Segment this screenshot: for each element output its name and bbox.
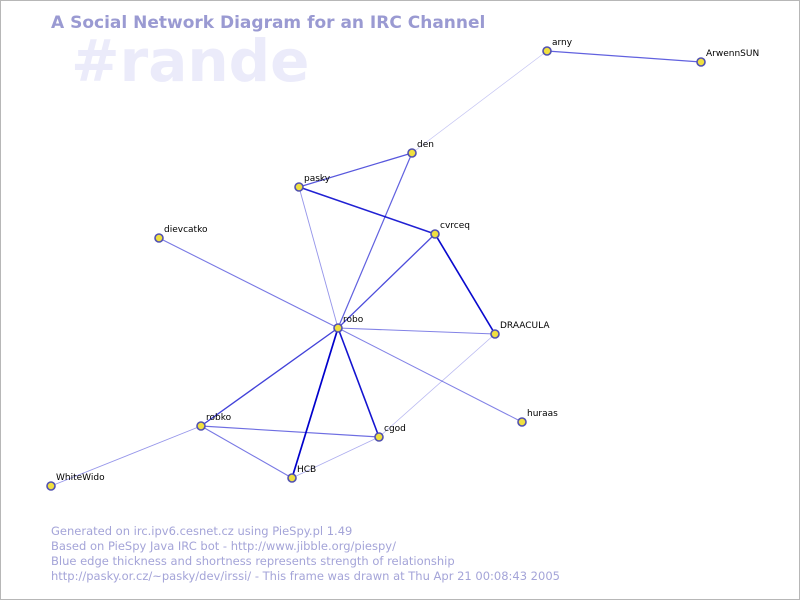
node-label: den bbox=[417, 140, 434, 150]
node-cvrceq: cvrceq bbox=[430, 221, 470, 239]
edge-den-robo bbox=[337, 152, 413, 329]
edges-layer bbox=[50, 50, 702, 487]
edge-arny-ArwennSUN bbox=[546, 50, 702, 63]
edge-robo-cgod bbox=[337, 327, 380, 438]
node-dot bbox=[374, 432, 384, 442]
edge-cvrceq-DRAACULA bbox=[434, 233, 496, 335]
node-WhiteWido: WhiteWido bbox=[46, 473, 105, 491]
edge-robko-HCB bbox=[200, 425, 293, 479]
node-dot bbox=[490, 329, 500, 339]
node-dot bbox=[696, 57, 706, 67]
node-dot bbox=[196, 421, 206, 431]
node-label: WhiteWido bbox=[56, 473, 105, 483]
edge-robo-robko bbox=[200, 327, 339, 427]
edge-robo-HCB bbox=[291, 327, 339, 479]
node-DRAACULA: DRAACULA bbox=[490, 321, 550, 339]
node-label: DRAACULA bbox=[500, 321, 550, 331]
edge-cvrceq-robo bbox=[337, 233, 436, 329]
edge-dievcatko-robo bbox=[158, 237, 339, 329]
node-label: dievcatko bbox=[164, 225, 208, 235]
node-dot bbox=[287, 473, 297, 483]
node-dot bbox=[407, 148, 417, 158]
node-label: ArwennSUN bbox=[706, 49, 759, 59]
edge-HCB-cgod bbox=[291, 436, 380, 479]
node-dot bbox=[154, 233, 164, 243]
edge-robo-DRAACULA bbox=[337, 327, 496, 335]
footer-line-based-on: Based on PieSpy Java IRC bot - http://ww… bbox=[51, 539, 396, 553]
node-robo: robo bbox=[333, 315, 364, 333]
node-cgod: cgod bbox=[374, 424, 406, 442]
node-label: pasky bbox=[304, 174, 331, 184]
node-robko: robko bbox=[196, 413, 232, 431]
edge-den-pasky bbox=[298, 152, 413, 188]
node-HCB: HCB bbox=[287, 465, 316, 483]
node-arny: arny bbox=[542, 38, 573, 56]
node-ArwennSUN: ArwennSUN bbox=[696, 49, 759, 67]
edge-pasky-robo bbox=[298, 186, 339, 329]
node-den: den bbox=[407, 140, 434, 158]
node-label: robko bbox=[206, 413, 232, 423]
edge-arny-den bbox=[411, 50, 548, 154]
node-dot bbox=[294, 182, 304, 192]
node-label: cgod bbox=[384, 424, 406, 434]
node-pasky: pasky bbox=[294, 174, 331, 192]
node-dot bbox=[430, 229, 440, 239]
edge-pasky-cvrceq bbox=[298, 186, 436, 235]
edge-DRAACULA-cgod bbox=[378, 333, 496, 438]
edge-robko-cgod bbox=[200, 425, 380, 438]
node-label: arny bbox=[552, 38, 573, 48]
node-label: HCB bbox=[297, 465, 316, 475]
node-dot bbox=[46, 481, 56, 491]
node-dot bbox=[333, 323, 343, 333]
footer-notes: Generated on irc.ipv6.cesnet.cz using Pi… bbox=[51, 524, 560, 584]
node-label: robo bbox=[343, 315, 364, 325]
node-dot bbox=[517, 417, 527, 427]
footer-line-legend: Blue edge thickness and shortness repres… bbox=[51, 554, 455, 568]
node-label: huraas bbox=[527, 409, 558, 419]
diagram-title: A Social Network Diagram for an IRC Chan… bbox=[51, 13, 486, 33]
node-label: cvrceq bbox=[440, 221, 470, 231]
footer-line-timestamp: http://pasky.or.cz/~pasky/dev/irssi/ - T… bbox=[51, 569, 560, 583]
node-huraas: huraas bbox=[517, 409, 558, 427]
edge-robo-huraas bbox=[337, 327, 523, 423]
edge-robko-WhiteWido bbox=[50, 425, 202, 487]
footer-line-generated: Generated on irc.ipv6.cesnet.cz using Pi… bbox=[51, 524, 353, 538]
node-dievcatko: dievcatko bbox=[154, 225, 208, 243]
channel-watermark: #rande bbox=[71, 27, 310, 95]
node-dot bbox=[542, 46, 552, 56]
